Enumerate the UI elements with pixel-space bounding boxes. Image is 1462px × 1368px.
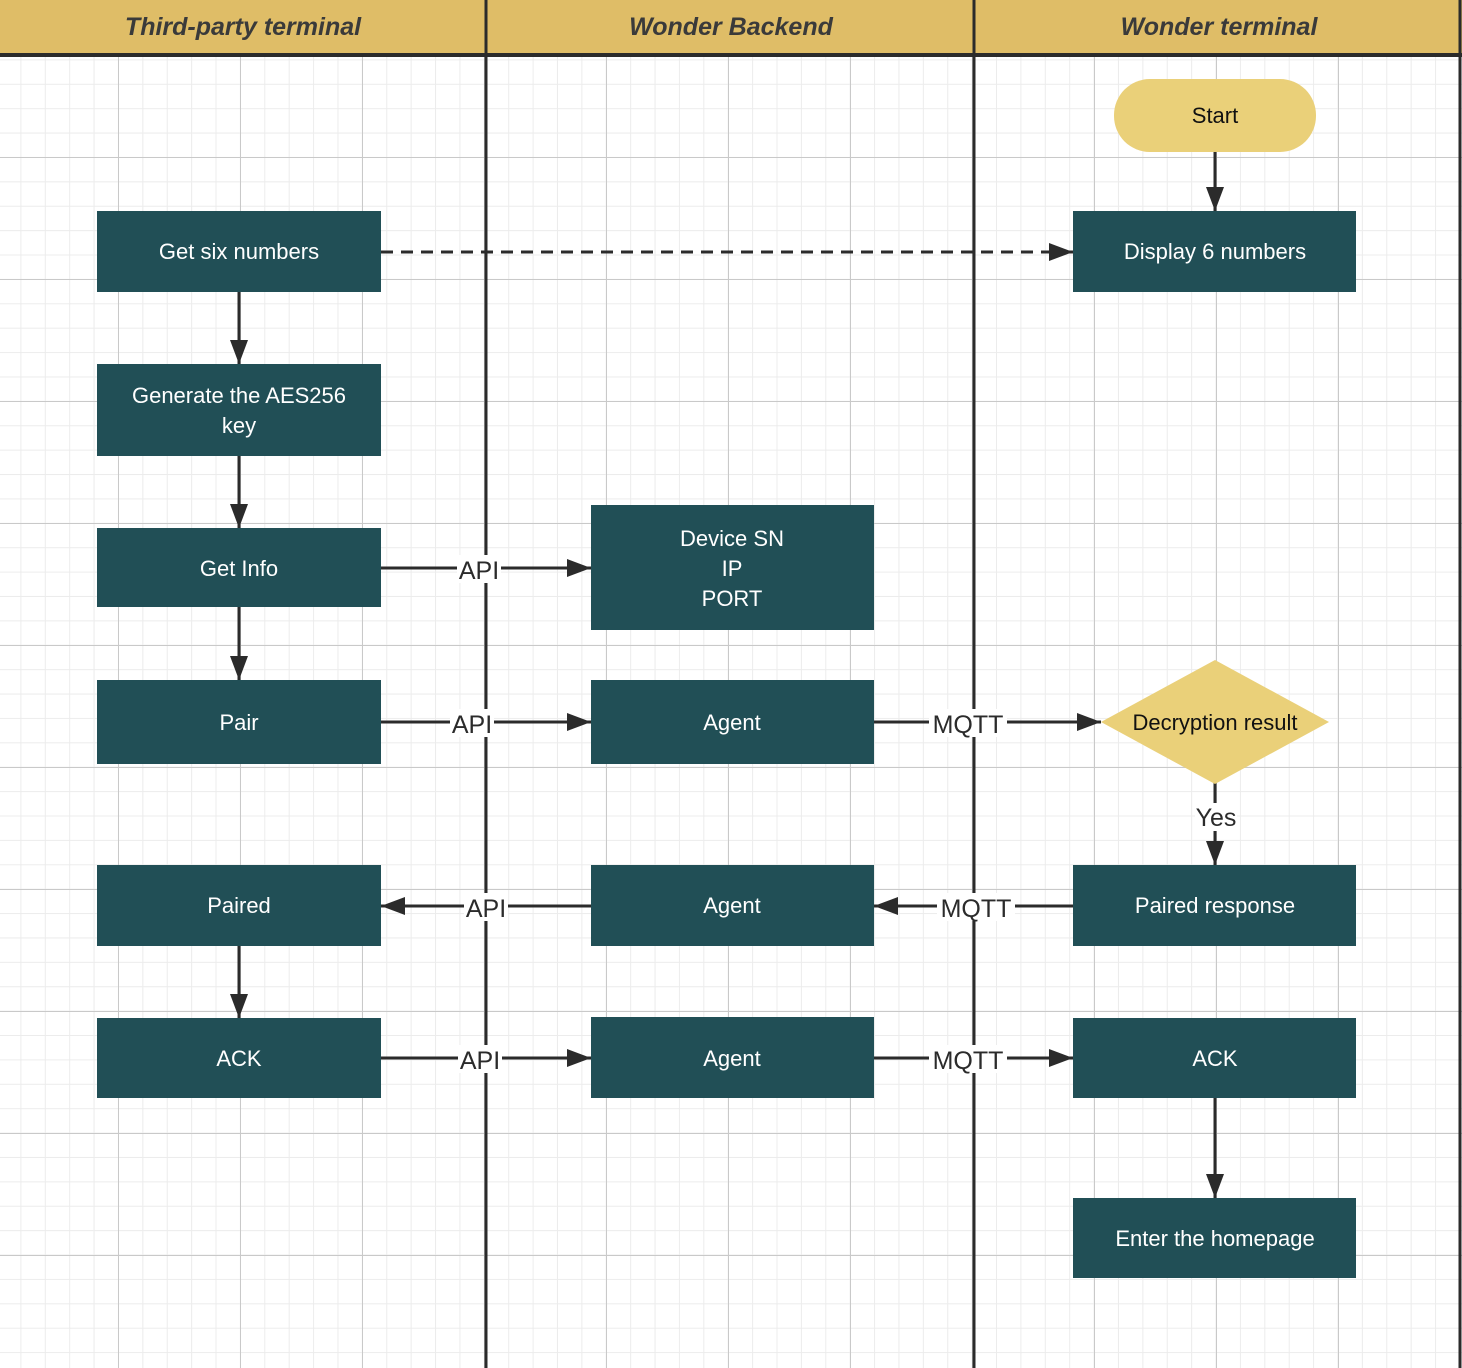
node-device-info-line-1: Device SN: [680, 526, 784, 551]
node-agent-pair: Agent: [591, 680, 874, 764]
edge-label-ack-mqtt: MQTT: [933, 1047, 1004, 1075]
node-enter-homepage-label: Enter the homepage: [1115, 1226, 1314, 1251]
edge-labels: API API MQTT Yes MQTT API API MQTT: [450, 555, 1237, 1075]
node-get-six-numbers-label: Get six numbers: [159, 239, 319, 264]
edge-label-yes: Yes: [1196, 804, 1237, 832]
edge-label-paired-api: API: [466, 895, 506, 923]
node-agent-ack-label: Agent: [703, 1046, 761, 1071]
node-paired-response: Paired response: [1073, 865, 1356, 946]
node-ack-terminal: ACK: [1073, 1018, 1356, 1098]
node-generate-key-line-1: Generate the AES256: [132, 383, 346, 408]
node-enter-homepage: Enter the homepage: [1073, 1198, 1356, 1278]
node-agent-ack: Agent: [591, 1017, 874, 1098]
node-pair: Pair: [97, 680, 381, 764]
node-device-info: Device SN IP PORT: [591, 505, 874, 630]
node-decryption-result: Decryption result: [1101, 660, 1329, 784]
node-paired-response-label: Paired response: [1135, 893, 1295, 918]
node-agent-pair-label: Agent: [703, 710, 761, 735]
node-get-info-label: Get Info: [200, 556, 278, 581]
node-ack-third-party-label: ACK: [216, 1046, 262, 1071]
node-start-label: Start: [1192, 103, 1238, 128]
lane-title-wonder-terminal: Wonder terminal: [1121, 13, 1319, 41]
edge-label-getinfo-api: API: [459, 557, 499, 585]
lane-header-bar: Third-party terminal Wonder Backend Wond…: [0, 0, 1462, 57]
edge-label-ack-api: API: [460, 1047, 500, 1075]
node-start: Start: [1114, 79, 1316, 152]
node-display-six-numbers: Display 6 numbers: [1073, 211, 1356, 292]
node-ack-third-party: ACK: [97, 1018, 381, 1098]
lane-title-wonder-backend: Wonder Backend: [629, 13, 833, 41]
node-generate-key: Generate the AES256 key: [97, 364, 381, 456]
node-paired-label: Paired: [207, 893, 271, 918]
node-pair-label: Pair: [219, 710, 258, 735]
node-device-info-line-2: IP: [722, 556, 743, 581]
edge-label-pair-api: API: [452, 711, 492, 739]
node-display-six-numbers-label: Display 6 numbers: [1124, 239, 1306, 264]
node-agent-paired-label: Agent: [703, 893, 761, 918]
edge-label-paired-mqtt: MQTT: [941, 895, 1012, 923]
node-device-info-line-3: PORT: [702, 586, 763, 611]
lane-title-third-party: Third-party terminal: [125, 13, 362, 41]
node-paired: Paired: [97, 865, 381, 946]
node-get-six-numbers: Get six numbers: [97, 211, 381, 292]
edge-label-pair-mqtt: MQTT: [933, 711, 1004, 739]
node-agent-paired: Agent: [591, 865, 874, 946]
node-generate-key-line-2: key: [222, 413, 256, 438]
node-decryption-result-label: Decryption result: [1132, 710, 1297, 735]
node-get-info: Get Info: [97, 528, 381, 607]
node-ack-terminal-label: ACK: [1192, 1046, 1238, 1071]
